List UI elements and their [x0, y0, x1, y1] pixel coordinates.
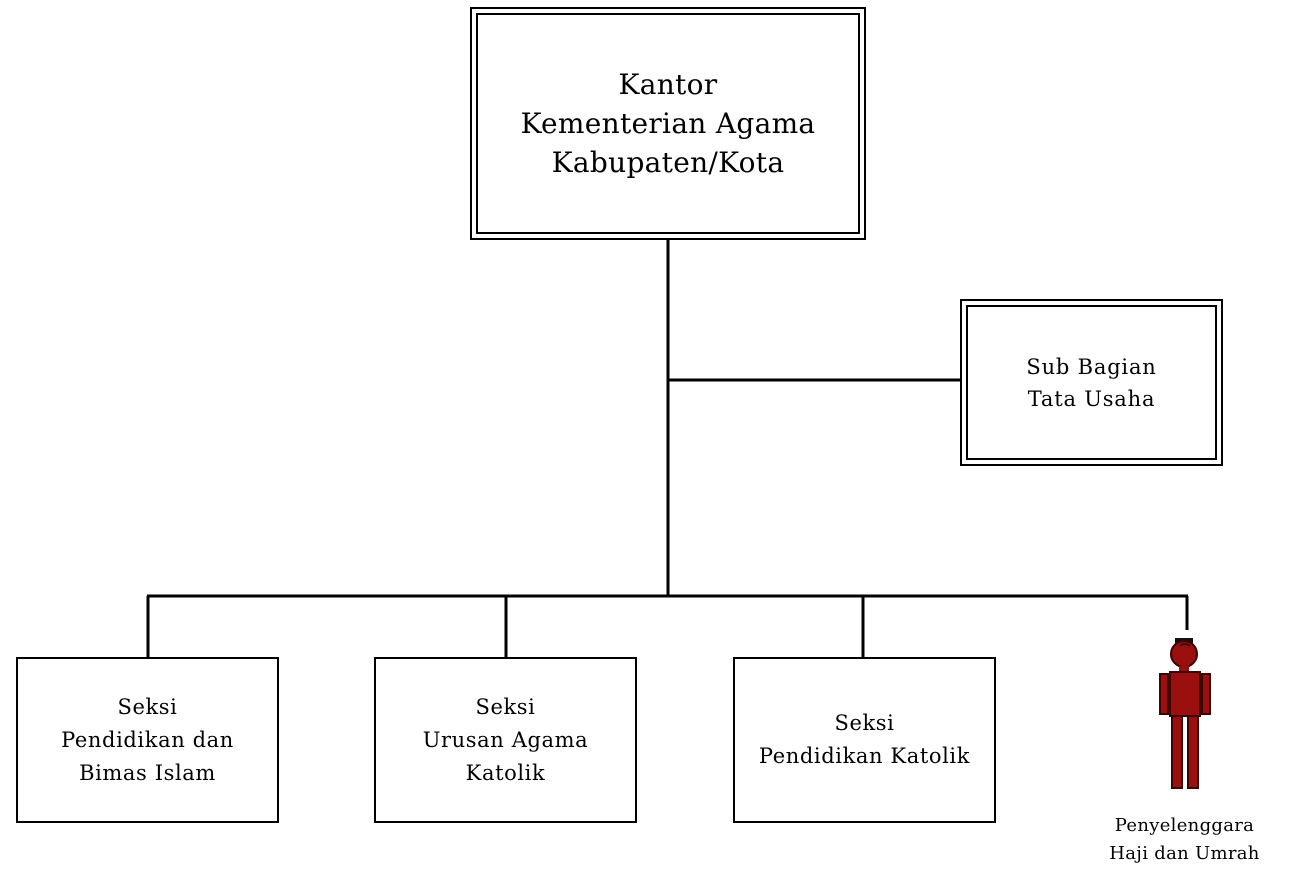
staff-unit-line-1: Sub Bagian	[1026, 354, 1157, 379]
section-3-line-1: Seksi	[834, 711, 895, 735]
section-2-line-3: Katolik	[465, 760, 546, 785]
person-unit-line-1: Penyelenggara	[1114, 815, 1255, 836]
section-box-3: Seksi Pendidikan Katolik	[733, 657, 996, 823]
section-2-line-2: Urusan Agama	[422, 727, 589, 752]
root-line-1: Kantor	[618, 68, 718, 101]
section-box-2: Seksi Urusan Agama Katolik	[374, 657, 637, 823]
root-line-3: Kabupaten/Kota	[551, 146, 785, 179]
person-unit-line-2: Haji dan Umrah	[1109, 843, 1260, 864]
section-box-1: Seksi Pendidikan dan Bimas Islam	[16, 657, 279, 823]
root-office-box: Kantor Kementerian Agama Kabupaten/Kota	[470, 7, 866, 240]
section-1-line-3: Bimas Islam	[79, 760, 216, 785]
staff-unit-line-2: Tata Usaha	[1027, 386, 1156, 411]
person-icon	[1159, 638, 1211, 789]
section-3-line-2: Pendidikan Katolik	[758, 744, 971, 768]
section-1-line-1: Seksi	[117, 694, 178, 719]
staff-unit-box: Sub Bagian Tata Usaha	[960, 299, 1223, 466]
section-1-line-2: Pendidikan dan	[61, 727, 234, 752]
root-line-2: Kementerian Agama	[520, 107, 816, 140]
person-unit-caption: Penyelenggara Haji dan Umrah	[1078, 812, 1291, 868]
section-2-line-1: Seksi	[475, 694, 536, 719]
